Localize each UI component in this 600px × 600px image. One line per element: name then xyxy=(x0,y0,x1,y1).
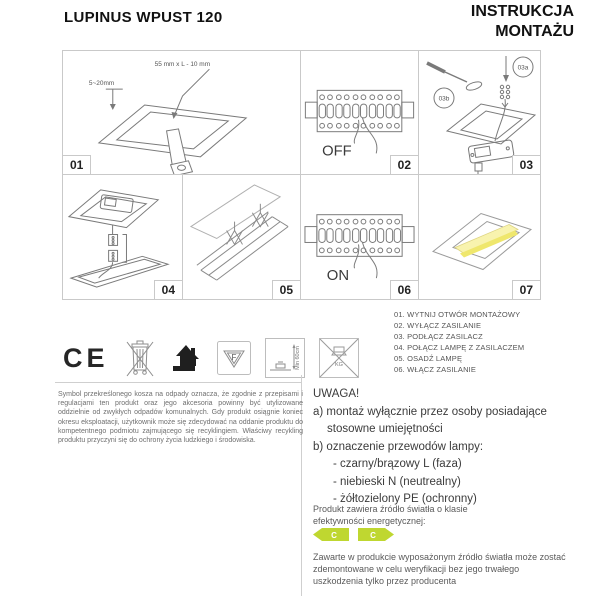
cut-opening-drawing: 55 mm x L - 10 mm 5~20mm xyxy=(89,61,248,174)
wire-label-neutral: - niebieski N (neutrealny) xyxy=(333,475,461,488)
panel-02-power-off: OFF 02 xyxy=(301,51,419,175)
energy-class-badge-left: C xyxy=(313,528,349,541)
energy-class-letter: C xyxy=(370,531,376,540)
lamp-seating-drawing xyxy=(189,184,289,281)
energy-class-badge-right: C xyxy=(358,528,394,541)
wire-label-ground: - żółtozielony PE (ochronny) xyxy=(333,493,477,505)
lit-lamp-drawing xyxy=(431,212,533,271)
product-title: LUPINUS WPUST 120 xyxy=(64,9,223,26)
panel-number-01: 01 xyxy=(63,155,92,174)
warning-line-a: a) montaż wyłącznie przez osoby posiadaj… xyxy=(313,405,547,418)
panel-number-03: 03 xyxy=(511,155,540,174)
certification-icons-row: CE F xyxy=(63,334,359,382)
breaker-off-drawing: OFF xyxy=(304,89,415,159)
energy-class-intro: Produkt zawiera źródło światła o klasie … xyxy=(313,503,468,527)
document-title-line2: MONTAŻU xyxy=(495,23,574,40)
energy-class-letter: C xyxy=(331,531,337,540)
kg-label: KG xyxy=(335,362,343,368)
cutout-dimension-label: 55 mm x L - 10 mm xyxy=(155,61,210,68)
step-item: 05. OSADŹ LAMPĘ xyxy=(394,354,463,363)
panel-01-cut-opening: 55 mm x L - 10 mm 5~20mm 01 xyxy=(63,51,301,175)
step-item: 03. PODŁĄCZ ZASILACZ xyxy=(394,332,483,341)
step-item: 02. WYŁĄCZ ZASILANIE xyxy=(394,321,482,330)
panel-number-06: 06 xyxy=(389,280,418,299)
panel-number-02: 02 xyxy=(389,155,418,174)
panel-number-04: 04 xyxy=(153,280,182,299)
panel-06-power-on: ON 06 xyxy=(301,175,419,299)
depth-dimension-label: 5~20mm xyxy=(89,80,114,87)
ce-mark-icon: CE xyxy=(63,342,109,373)
step-item: 06. WŁĄCZ ZASILANIE xyxy=(394,365,477,374)
panel-03-connect-driver: 03b 03a 03 xyxy=(419,51,540,175)
min-distance-icon: Min 60cm xyxy=(264,338,305,378)
warning-line-a-cont: stosowne umiejętności xyxy=(327,423,443,435)
weee-crossed-bin-icon xyxy=(126,340,153,377)
driver-connection-drawing: 03b 03a xyxy=(426,56,537,174)
no-cover-kg-icon: KG xyxy=(318,338,359,378)
installation-step-list: 01. WYTNIJ OTWÓR MONTAŻOWY 02. WYŁĄCZ ZA… xyxy=(394,309,524,375)
wire-label-phase: - czarny/brązowy L (faza) xyxy=(333,458,462,470)
warning-line-b: b) oznaczenie przewodów lampy: xyxy=(313,440,484,453)
weee-disposal-text: Symbol przekreślonego kosza na odpady oz… xyxy=(58,391,303,445)
lamp-connection-drawing xyxy=(67,189,170,288)
step-item: 01. WYTNIJ OTWÓR MONTAŻOWY xyxy=(394,310,521,319)
document-title: INSTRUKCJA MONTAŻU xyxy=(471,2,574,42)
light-source-note: Zawarte w produkcie wyposażonym źródło ś… xyxy=(313,552,566,586)
horizontal-divider xyxy=(55,382,302,383)
document-title-line1: INSTRUKCJA xyxy=(470,3,574,20)
house-silhouette-icon xyxy=(172,345,199,371)
on-label: ON xyxy=(327,268,349,284)
warning-block: UWAGA! a) montaż wyłącznie przez osoby p… xyxy=(313,386,575,509)
panel-05-seat-lamp: 05 xyxy=(183,175,301,299)
energy-class-badges: C C xyxy=(313,528,394,541)
warning-title: UWAGA! xyxy=(313,388,360,400)
instruction-panel-grid: 55 mm x L - 10 mm 5~20mm 01 xyxy=(62,50,541,300)
energy-intro-line2: efektywności energetycznej: xyxy=(313,516,426,526)
panel-number-05: 05 xyxy=(271,280,300,299)
min-distance-label: Min 60cm xyxy=(295,346,301,370)
callout-03b: 03b xyxy=(439,96,450,103)
callout-03a: 03a xyxy=(518,65,529,72)
panel-07-lamp-lit: 07 xyxy=(419,175,540,299)
breaker-on-drawing: ON xyxy=(304,214,415,284)
panel-04-connect-lamp: 04 xyxy=(63,175,183,299)
panel-number-07: 07 xyxy=(511,280,540,299)
off-label: OFF xyxy=(322,143,352,159)
energy-intro-line1: Produkt zawiera źródło światła o klasie xyxy=(313,504,468,514)
step-item: 04. POŁĄCZ LAMPĘ Z ZASILACZEM xyxy=(394,343,525,352)
vertical-divider xyxy=(301,375,302,596)
f-label: F xyxy=(231,353,236,362)
f-flammable-surface-icon: F xyxy=(216,341,251,375)
